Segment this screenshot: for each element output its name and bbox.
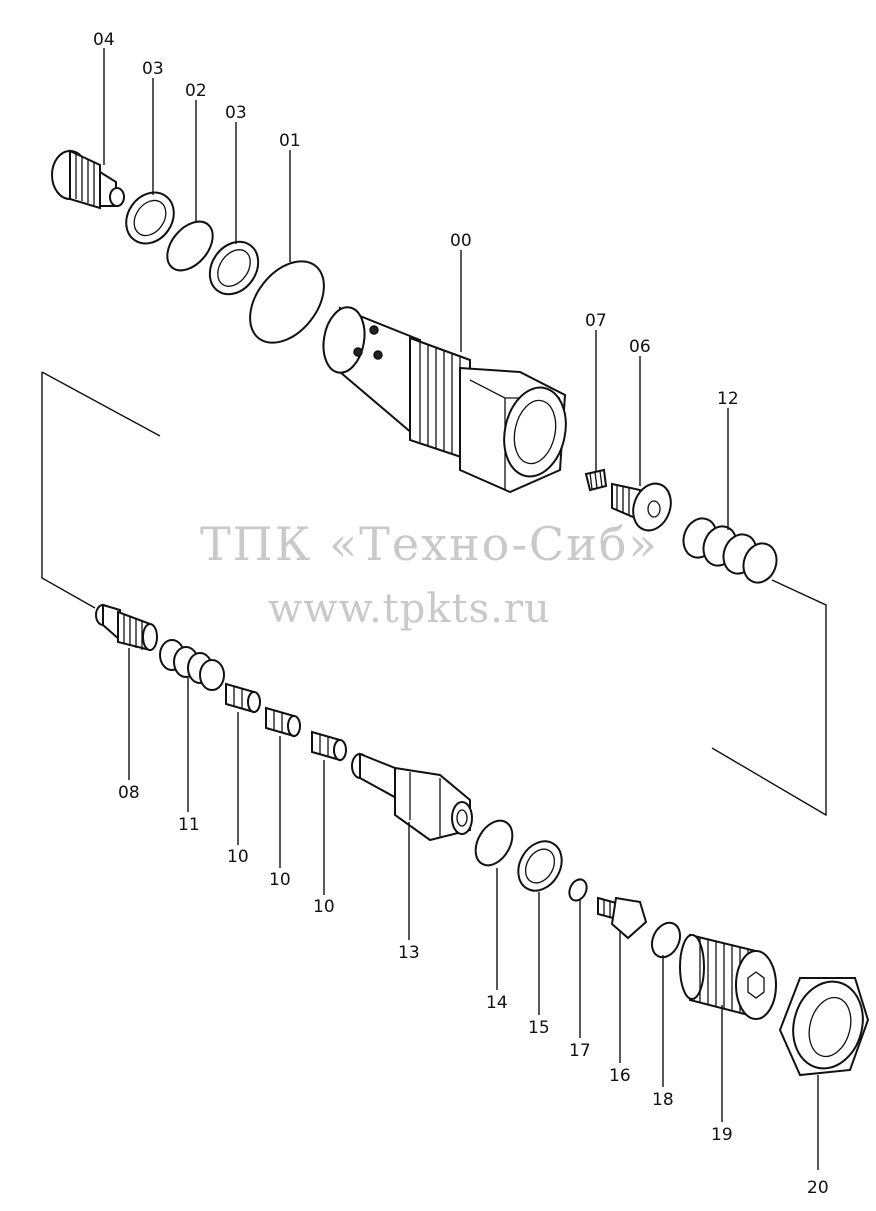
part-19-threaded-cap [679,933,777,1020]
part-06-poppet [611,482,672,532]
part-15-backup-ring [517,840,563,892]
part-11-small-spring [159,639,225,691]
part-13-plunger [351,752,473,842]
part-04-plug [51,149,125,210]
label-10-a: 10 [227,847,249,867]
label-12: 12 [717,389,739,409]
part-03-ring-lower [208,240,260,296]
part-10-piston-b [265,706,301,738]
label-10-b: 10 [269,870,291,890]
label-07: 07 [585,311,607,331]
label-00: 00 [450,231,472,251]
label-17: 17 [569,1041,591,1061]
assembly-lines [41,371,827,817]
part-02-o-ring [166,220,214,272]
label-03-lower: 03 [225,103,247,123]
part-18-seal [650,921,682,959]
leader-lines [103,48,819,1170]
watermark-company: ТПК «Техно-Сиб» [200,517,659,571]
label-19: 19 [711,1125,733,1145]
part-03-ring-upper [125,191,175,245]
label-14: 14 [486,993,508,1013]
label-08: 08 [118,783,140,803]
part-labels: 04 03 02 03 01 00 07 06 12 08 11 10 10 1… [93,30,829,1198]
part-20-lock-nut [778,977,870,1077]
part-12-spring [682,517,778,584]
label-18: 18 [652,1090,674,1110]
label-13: 13 [398,943,420,963]
part-10-piston-c [311,730,347,762]
label-15: 15 [528,1018,550,1038]
label-01: 01 [279,131,301,151]
label-20: 20 [807,1178,829,1198]
label-16: 16 [609,1066,631,1086]
part-16-adjusting-screw [597,896,648,940]
part-01-large-o-ring [249,260,325,344]
part-07-set-screw [584,468,608,492]
part-08-small-plug [95,603,158,652]
part-17-small-o-ring [568,878,588,902]
label-04: 04 [93,30,115,50]
label-06: 06 [629,337,651,357]
part-10-piston-a [225,682,261,714]
label-03-upper: 03 [142,59,164,79]
label-10-c: 10 [313,897,335,917]
part-14-o-ring [474,819,514,867]
part-00-valve-body [322,306,567,494]
label-11: 11 [178,815,200,835]
watermark-url: www.tpkts.ru [268,586,551,632]
label-02: 02 [185,81,207,101]
